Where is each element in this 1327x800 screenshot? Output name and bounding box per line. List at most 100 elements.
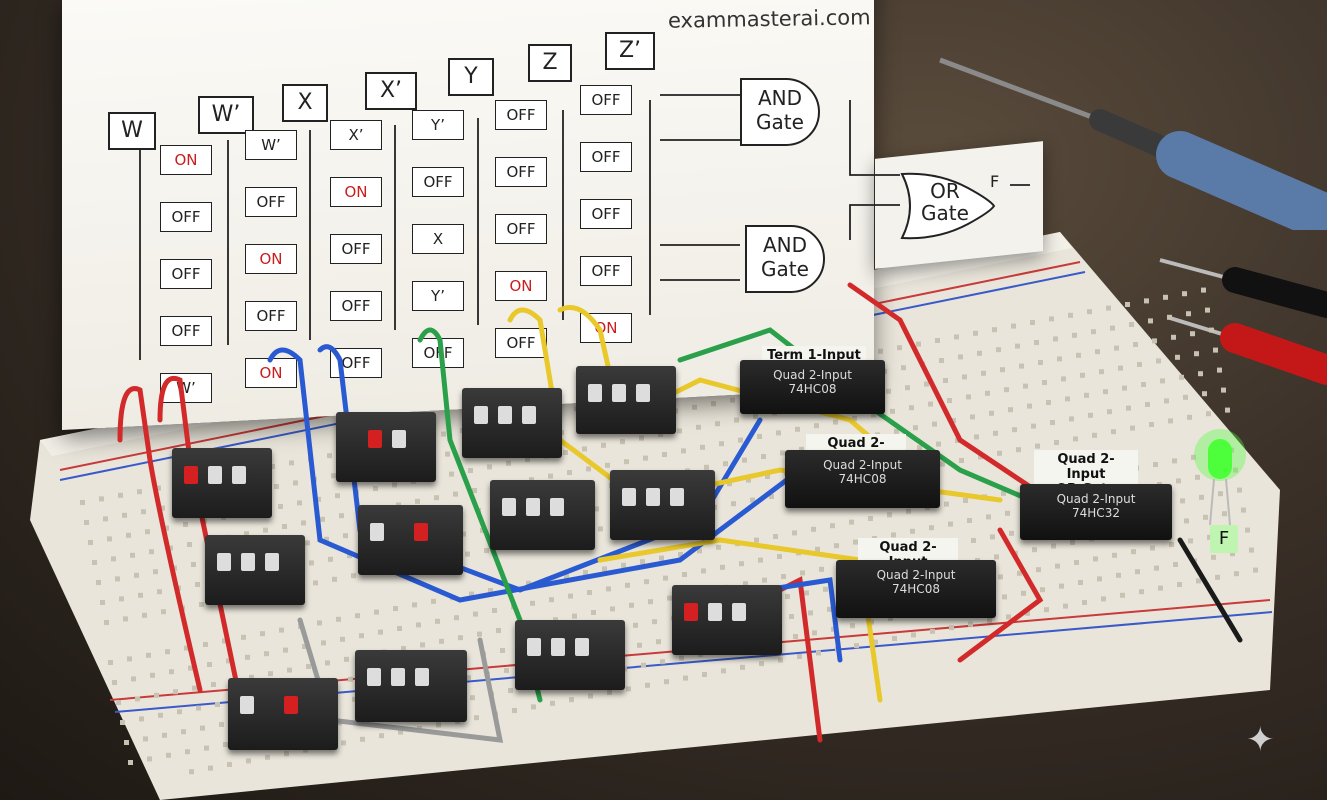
breadboard-hole [246, 758, 251, 764]
breadboard-hole [80, 500, 85, 505]
breadboard-hole [279, 627, 284, 633]
breadboard-hole [249, 674, 254, 680]
breadboard-hole [120, 720, 125, 725]
breadboard-hole [445, 451, 450, 457]
breadboard-hole [107, 536, 112, 542]
breadboard-hole [947, 398, 952, 403]
breadboard-hole [293, 480, 298, 486]
breadboard-hole [331, 473, 336, 479]
breadboard-hole [637, 642, 642, 648]
breadboard-hole [188, 665, 193, 671]
breadboard-hole [1148, 318, 1153, 324]
breadboard-hole [134, 572, 139, 578]
breadboard-hole [347, 553, 352, 559]
dip-switch[interactable] [576, 366, 676, 434]
breadboard-hole [1187, 414, 1192, 420]
breadboard-hole [378, 629, 383, 635]
breadboard-hole [112, 680, 117, 685]
breadboard-hole [1125, 302, 1130, 307]
breadboard-hole [99, 496, 104, 502]
breadboard-hole [162, 732, 167, 738]
breadboard-hole [165, 649, 170, 655]
breadboard-hole [1015, 343, 1020, 349]
breadboard-hole [989, 410, 994, 416]
breadboard-hole [1023, 383, 1028, 389]
dip-switch[interactable] [462, 388, 562, 458]
breadboard-hole [659, 555, 664, 561]
schematic-switch-label: OFF [495, 157, 547, 187]
breadboard-hole [1249, 547, 1254, 553]
breadboard-hole [1144, 298, 1149, 304]
breadboard-hole [734, 417, 739, 423]
breadboard-hole [1036, 567, 1041, 573]
breadboard-hole [981, 370, 986, 376]
breadboard-hole [723, 461, 728, 467]
probe-red [1169, 316, 1327, 385]
or-gate-shape [900, 172, 996, 240]
dip-switch[interactable] [172, 448, 272, 518]
schematic-switch-label: OFF [160, 316, 212, 346]
breadboard-hole [697, 548, 702, 554]
breadboard-hole [1030, 320, 1035, 325]
breadboard-hole [973, 330, 978, 336]
breadboard-hole [1034, 340, 1039, 345]
breadboard-hole [1169, 542, 1174, 547]
breadboard-hole [138, 592, 143, 598]
breadboard-hole [588, 693, 593, 699]
breadboard-hole [325, 660, 330, 666]
breadboard-hole [473, 611, 478, 617]
dip-switch[interactable] [205, 535, 305, 605]
dip-switch[interactable] [672, 585, 782, 655]
breadboard-hole [677, 428, 682, 434]
breadboard-hole [137, 489, 142, 495]
breadboard-hole [905, 385, 910, 391]
dip-switch[interactable] [355, 650, 467, 722]
header-z-prime: Z’ [605, 32, 655, 70]
breadboard-hole [1101, 596, 1106, 602]
breadboard-hole [913, 425, 918, 431]
breadboard-hole [738, 437, 743, 443]
breadboard-hole [283, 647, 288, 653]
breadboard-hole [512, 708, 517, 713]
breadboard-hole [1011, 323, 1016, 329]
breadboard-hole [287, 667, 292, 673]
breadboard-hole [785, 594, 790, 599]
dip-switch[interactable] [490, 480, 595, 550]
breadboard-hole [939, 358, 944, 363]
breadboard-hole [461, 531, 466, 537]
breadboard-hole [131, 676, 136, 682]
breadboard-hole [602, 566, 607, 572]
breadboard-hole [930, 628, 935, 634]
breadboard-hole [146, 652, 151, 658]
breadboard-hole [1202, 391, 1207, 397]
breadboard-hole [629, 602, 634, 608]
breadboard-hole [1004, 387, 1009, 393]
dip-switch[interactable] [515, 620, 625, 690]
dip-switch[interactable] [358, 505, 463, 575]
breadboard-hole [719, 441, 724, 447]
breadboard-hole [743, 581, 748, 587]
dip-switch[interactable] [228, 678, 338, 750]
breadboard-hole [762, 577, 767, 583]
breadboard-hole [1000, 367, 1005, 373]
schematic-switch-label: ON [245, 358, 297, 388]
breadboard-hole [1053, 336, 1058, 342]
breadboard-hole [1001, 490, 1006, 496]
breadboard-hole [949, 625, 954, 631]
breadboard-hole [1186, 311, 1191, 317]
breadboard-hole [1118, 365, 1123, 371]
breadboard-hole [641, 662, 646, 668]
breadboard-hole [284, 751, 289, 757]
breadboard-hole [264, 651, 269, 657]
breadboard-hole [1016, 447, 1021, 453]
breadboard-hole [360, 736, 365, 742]
breadboard-hole [441, 431, 446, 437]
dip-switch[interactable] [336, 412, 436, 482]
breadboard-hole [305, 540, 310, 546]
breadboard-hole [1167, 314, 1172, 320]
breadboard-hole [374, 609, 379, 615]
breadboard-hole [398, 729, 403, 735]
dip-switch[interactable] [610, 470, 715, 540]
breadboard-hole [740, 664, 745, 670]
